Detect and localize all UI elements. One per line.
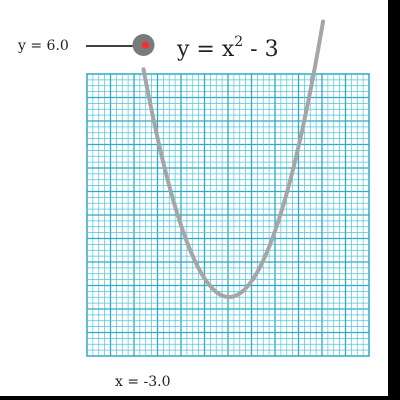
graph-paper-grid bbox=[86, 73, 370, 357]
draggable-point-marker[interactable] bbox=[142, 41, 149, 49]
x-readout-label: x = -3.0 bbox=[115, 374, 171, 390]
equation-exponent: 2 bbox=[234, 34, 243, 50]
equation-lhs: y = x bbox=[176, 37, 235, 62]
equation-rhs: - 3 bbox=[243, 37, 278, 62]
equation-label: y = x2 - 3 bbox=[176, 34, 279, 62]
parabola-curve bbox=[141, 19, 326, 300]
y-readout-label: y = 6.0 bbox=[17, 38, 69, 54]
